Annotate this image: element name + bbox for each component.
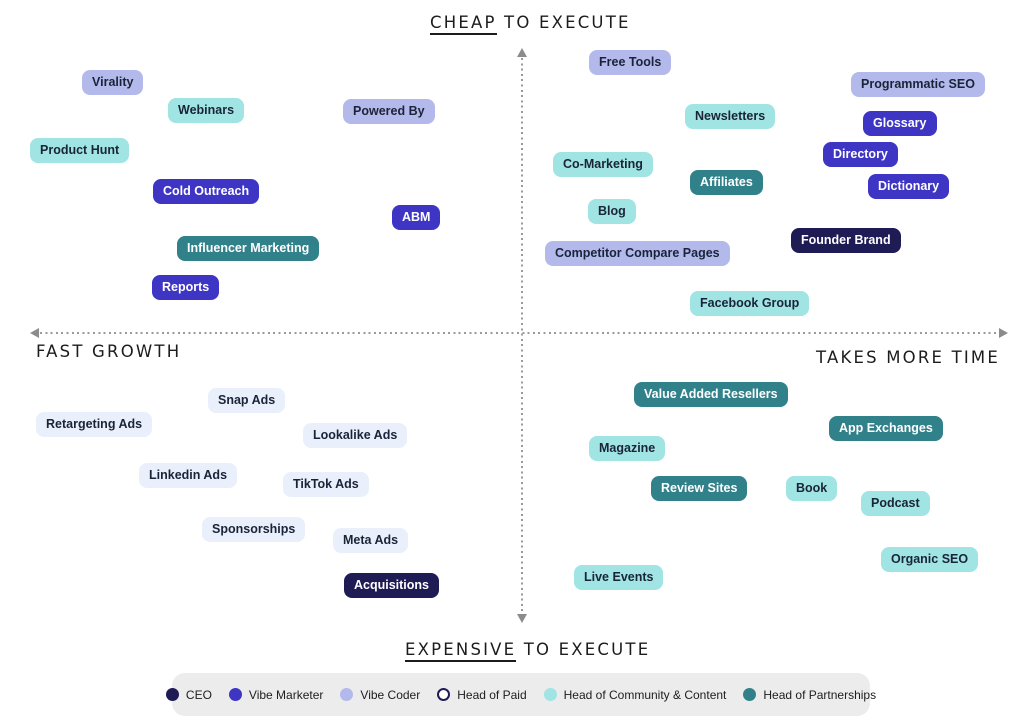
tactic-pill: Lookalike Ads <box>303 423 408 448</box>
tactic-pill: Virality <box>82 70 144 95</box>
tactic-pill: Snap Ads <box>208 388 286 413</box>
axis-title-top-underlined: CHEAP <box>430 13 497 35</box>
legend-item: Vibe Coder <box>340 688 420 702</box>
horizontal-axis-line <box>40 332 1000 334</box>
tactic-pill: Webinars <box>168 98 245 123</box>
arrow-left-icon <box>30 328 39 338</box>
tactic-pill: Newsletters <box>685 104 776 129</box>
legend-label: Vibe Marketer <box>248 687 324 702</box>
tactic-pill: Meta Ads <box>333 528 409 553</box>
axis-title-bottom-rest: TO EXECUTE <box>516 640 651 659</box>
axis-title-bottom: EXPENSIVE TO EXECUTE <box>405 640 651 662</box>
axis-title-bottom-underlined: EXPENSIVE <box>405 640 517 662</box>
tactic-pill: Founder Brand <box>791 228 901 253</box>
legend-label: Vibe Coder <box>360 687 421 702</box>
legend-label: Head of Paid <box>457 687 527 702</box>
tactic-pill: Product Hunt <box>30 138 130 163</box>
tactic-pill: Linkedin Ads <box>139 463 238 488</box>
axis-title-right: TAKES MORE TIME <box>815 348 1000 367</box>
legend-dot-icon <box>437 688 451 701</box>
tactic-pill: Free Tools <box>589 50 672 75</box>
legend-bar: CEO Vibe Marketer Vibe Coder Head of Paid He… <box>165 673 876 716</box>
tactic-pill: Magazine <box>589 436 666 461</box>
tactic-pill: Acquisitions <box>344 573 440 598</box>
tactic-pill: Glossary <box>863 111 937 136</box>
axis-title-top-rest: TO EXECUTE <box>496 13 631 32</box>
tactic-pill: Retargeting Ads <box>36 412 153 437</box>
legend-dot-icon <box>165 688 179 701</box>
tactic-pill: Blog <box>588 199 636 224</box>
tactic-pill: Podcast <box>861 491 930 516</box>
tactic-pill: Directory <box>823 142 898 167</box>
tactic-pill: Value Added Resellers <box>634 382 788 407</box>
legend-item: CEO <box>165 687 212 702</box>
tactic-pill: Influencer Marketing <box>177 236 320 261</box>
legend-label: Head of Partnerships <box>763 687 877 702</box>
vertical-axis-line <box>521 58 523 614</box>
tactic-pill: Competitor Compare Pages <box>545 241 730 266</box>
tactic-pill: Cold Outreach <box>153 179 260 204</box>
tactic-pill: App Exchanges <box>829 416 943 441</box>
tactic-pill: Affiliates <box>690 170 763 195</box>
legend-dot-icon <box>743 688 757 701</box>
tactic-pill: Programmatic SEO <box>851 72 985 97</box>
tactic-pill: Powered By <box>343 99 435 124</box>
tactic-pill: TikTok Ads <box>283 472 369 497</box>
tactic-pill: Live Events <box>574 565 664 590</box>
tactic-pill: Book <box>786 476 838 501</box>
arrow-up-icon <box>517 48 527 57</box>
axis-title-left: FAST GROWTH <box>36 342 182 361</box>
tactic-pill: Co-Marketing <box>553 152 653 177</box>
legend-label: Head of Community & Content <box>563 687 727 702</box>
tactic-pill: Review Sites <box>651 476 748 501</box>
tactic-pill: Facebook Group <box>690 291 810 316</box>
tactic-pill: Reports <box>152 275 220 300</box>
legend-dot-icon <box>543 688 557 701</box>
arrow-down-icon <box>517 614 527 623</box>
arrow-right-icon <box>999 328 1008 338</box>
legend-dot-icon <box>340 688 354 701</box>
tactic-pill: ABM <box>392 205 441 230</box>
legend-dot-icon <box>228 688 242 701</box>
axis-title-top: CHEAP TO EXECUTE <box>430 13 631 35</box>
legend-item: Head of Community & Content <box>543 687 727 702</box>
legend-item: Vibe Marketer <box>228 687 324 702</box>
legend-item: Head of Paid <box>437 687 527 702</box>
legend-label: CEO <box>185 687 212 702</box>
legend-item: Head of Partnerships <box>743 688 876 702</box>
tactic-pill: Organic SEO <box>881 547 979 572</box>
tactic-pill: Sponsorships <box>202 517 306 542</box>
tactic-pill: Dictionary <box>868 174 950 199</box>
